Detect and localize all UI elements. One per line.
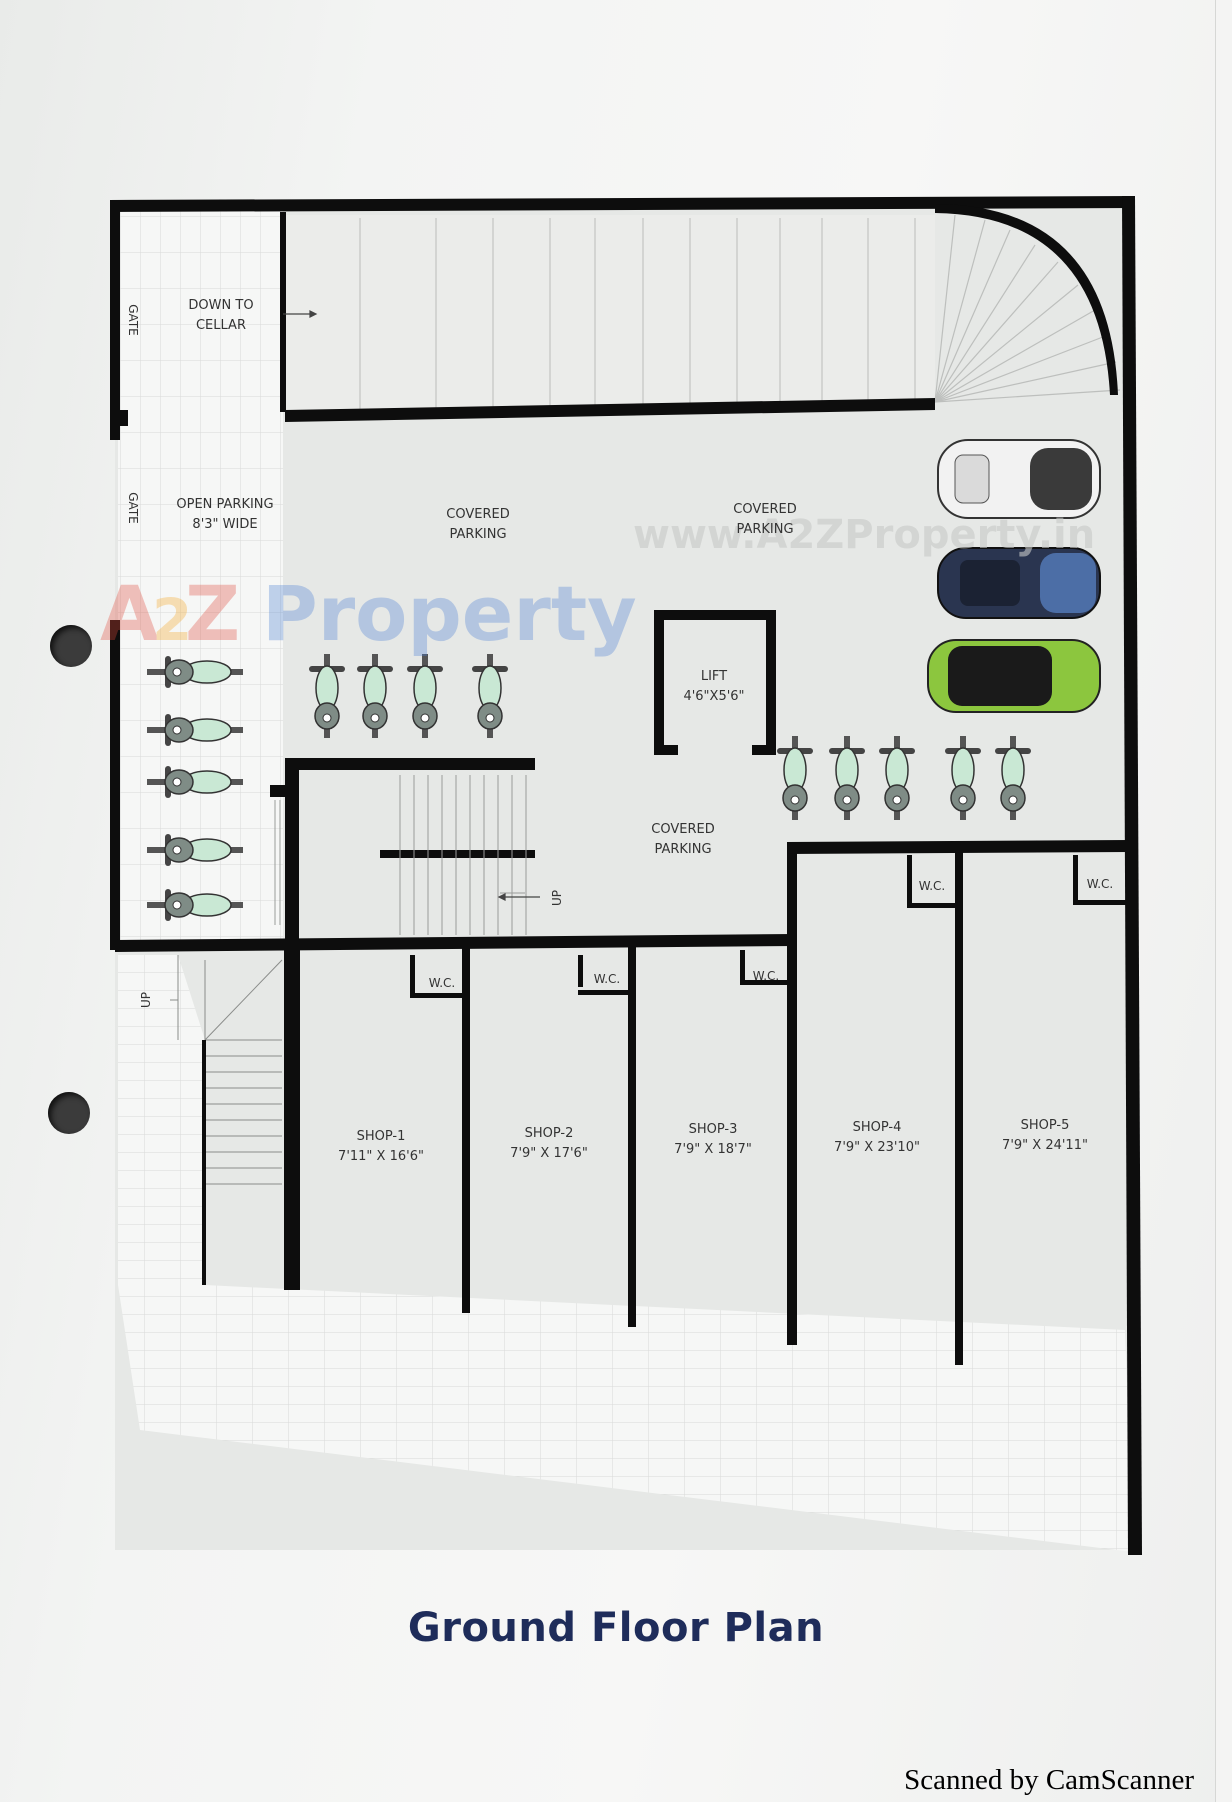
wc-label-shop-3: W.C. (753, 969, 780, 983)
motorcycle-vertical-0 (309, 654, 345, 738)
label-lift: LIFT (701, 669, 727, 684)
motorcycle-vertical-4 (777, 736, 813, 820)
motorcycle-horizontal-0 (147, 656, 243, 688)
wc-label-shop-2: W.C. (594, 972, 621, 986)
watermark-brand-z: Z (185, 569, 240, 658)
motorcycle-vertical-5 (829, 736, 865, 820)
motorcycle-vertical-2 (407, 654, 443, 738)
open-parking-paving (118, 210, 283, 945)
label-parking-2: PARKING (736, 522, 793, 537)
motorcycle-vertical-7 (945, 736, 981, 820)
shop-1-size: 7'11" X 16'6" (338, 1149, 424, 1164)
ramp-to-cellar (285, 215, 935, 410)
punch-hole-top (50, 625, 92, 667)
shop-1-name: SHOP-1 (357, 1129, 406, 1144)
label-covered-1: COVERED (446, 507, 509, 522)
motorcycle-horizontal-2 (147, 766, 243, 798)
car-blue (937, 547, 1101, 619)
paper-edge (1215, 0, 1232, 1802)
punch-hole-bottom (48, 1092, 90, 1134)
watermark: A 2 Z Property (100, 569, 637, 658)
watermark-brand-word: Property (262, 569, 637, 658)
shop-5-size: 7'9" X 24'11" (1002, 1138, 1088, 1153)
label-down-to: DOWN TO (188, 298, 253, 313)
motorcycle-vertical-1 (357, 654, 393, 738)
shop-3-size: 7'9" X 18'7" (674, 1142, 752, 1157)
label-up-entry: UP (139, 992, 153, 1008)
walls (110, 196, 1142, 1555)
watermark-brand-2: 2 (152, 586, 192, 654)
motorcycle-vertical-6 (879, 736, 915, 820)
motorcycle-horizontal-1 (147, 714, 243, 746)
label-cellar: CELLAR (196, 318, 246, 333)
motorcycles (147, 654, 1031, 921)
shop-2-size: 7'9" X 17'6" (510, 1146, 588, 1161)
label-parking-3: PARKING (654, 842, 711, 857)
curved-ramp (934, 214, 1121, 403)
shop-2-name: SHOP-2 (525, 1126, 574, 1141)
plan-title: Ground Floor Plan (407, 1605, 825, 1651)
label-covered-3: COVERED (651, 822, 714, 837)
motorcycle-horizontal-4 (147, 889, 243, 921)
label-open-parking-width: 8'3" WIDE (192, 517, 257, 532)
label-parking-1: PARKING (449, 527, 506, 542)
internal-stair (274, 775, 527, 935)
motorcycle-horizontal-3 (147, 834, 243, 866)
shop-5-name: SHOP-5 (1021, 1118, 1070, 1133)
entry-stair (170, 955, 283, 1185)
label-gate-top: GATE (126, 304, 140, 336)
entry-stair-wall (202, 1040, 206, 1285)
car-green (927, 639, 1101, 713)
shop-4-size: 7'9" X 23'10" (834, 1140, 920, 1155)
wc-label-shop-4: W.C. (919, 879, 946, 893)
front-paving (118, 955, 1133, 1552)
ramp-lines (359, 218, 916, 410)
watermark-brand-a: A (100, 569, 159, 658)
label-lift-size: 4'6"X5'6" (683, 689, 744, 704)
label-open-parking: OPEN PARKING (176, 497, 273, 512)
scanner-footer: Scanned by CamScanner (904, 1764, 1194, 1796)
shop-4-name: SHOP-4 (853, 1120, 902, 1135)
shop-3-name: SHOP-3 (689, 1122, 738, 1137)
watermark-url: www.A2ZProperty.in (633, 512, 1095, 558)
wc-label-shop-1: W.C. (429, 976, 456, 990)
motorcycle-vertical-8 (995, 736, 1031, 820)
motorcycle-vertical-3 (472, 654, 508, 738)
label-up-stair: UP (550, 890, 564, 906)
car-white (937, 439, 1101, 519)
label-covered-2: COVERED (733, 502, 796, 517)
arrows (283, 310, 540, 901)
label-gate-bottom: GATE (126, 492, 140, 524)
wc-label-shop-5: W.C. (1087, 877, 1114, 891)
